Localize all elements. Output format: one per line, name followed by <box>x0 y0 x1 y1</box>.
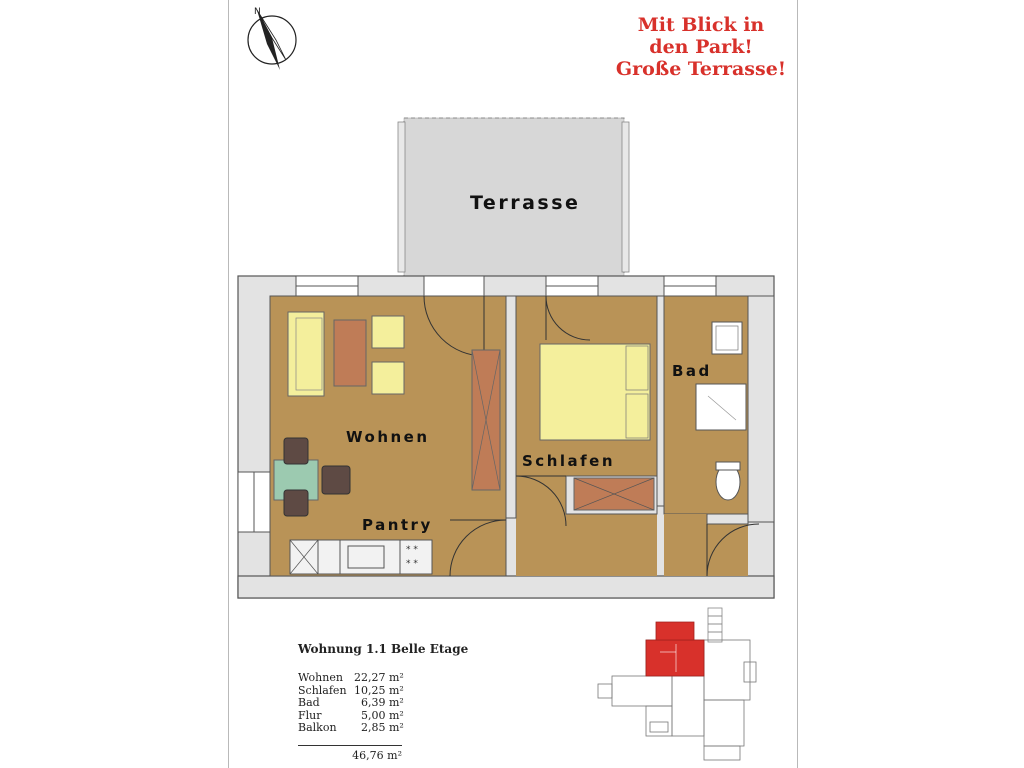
compass-icon: N <box>247 7 297 70</box>
apartment-title: Wohnung 1.1 Belle Etage <box>298 642 469 656</box>
tagline-line-2: den Park! <box>649 36 753 58</box>
tagline-line-1: Mit Blick in <box>637 14 765 36</box>
pantry-label: Pantry <box>362 516 433 534</box>
doors <box>423 295 760 577</box>
terrasse-label: Terrasse <box>470 192 580 214</box>
area-total: 46,76 m² <box>298 744 402 762</box>
kitchenette: * * * * <box>289 539 433 575</box>
schlafen-label: Schlafen <box>522 452 615 470</box>
living-furniture <box>273 311 501 517</box>
windows <box>237 275 717 533</box>
bad-label: Bad <box>672 362 712 380</box>
tagline-line-3: Große Terrasse! <box>615 58 787 80</box>
bathroom-fixtures <box>695 321 747 501</box>
svg-text:* *: * * <box>406 545 418 555</box>
wohnen-label: Wohnen <box>346 428 430 446</box>
svg-text:* *: * * <box>406 559 418 569</box>
promo-tagline: Mit Blick in den Park! Große Terrasse! <box>606 14 796 80</box>
terrace: Terrasse <box>397 117 630 277</box>
svg-text:N: N <box>254 7 261 17</box>
key-plan <box>597 607 757 761</box>
bedroom-furniture <box>539 343 655 511</box>
